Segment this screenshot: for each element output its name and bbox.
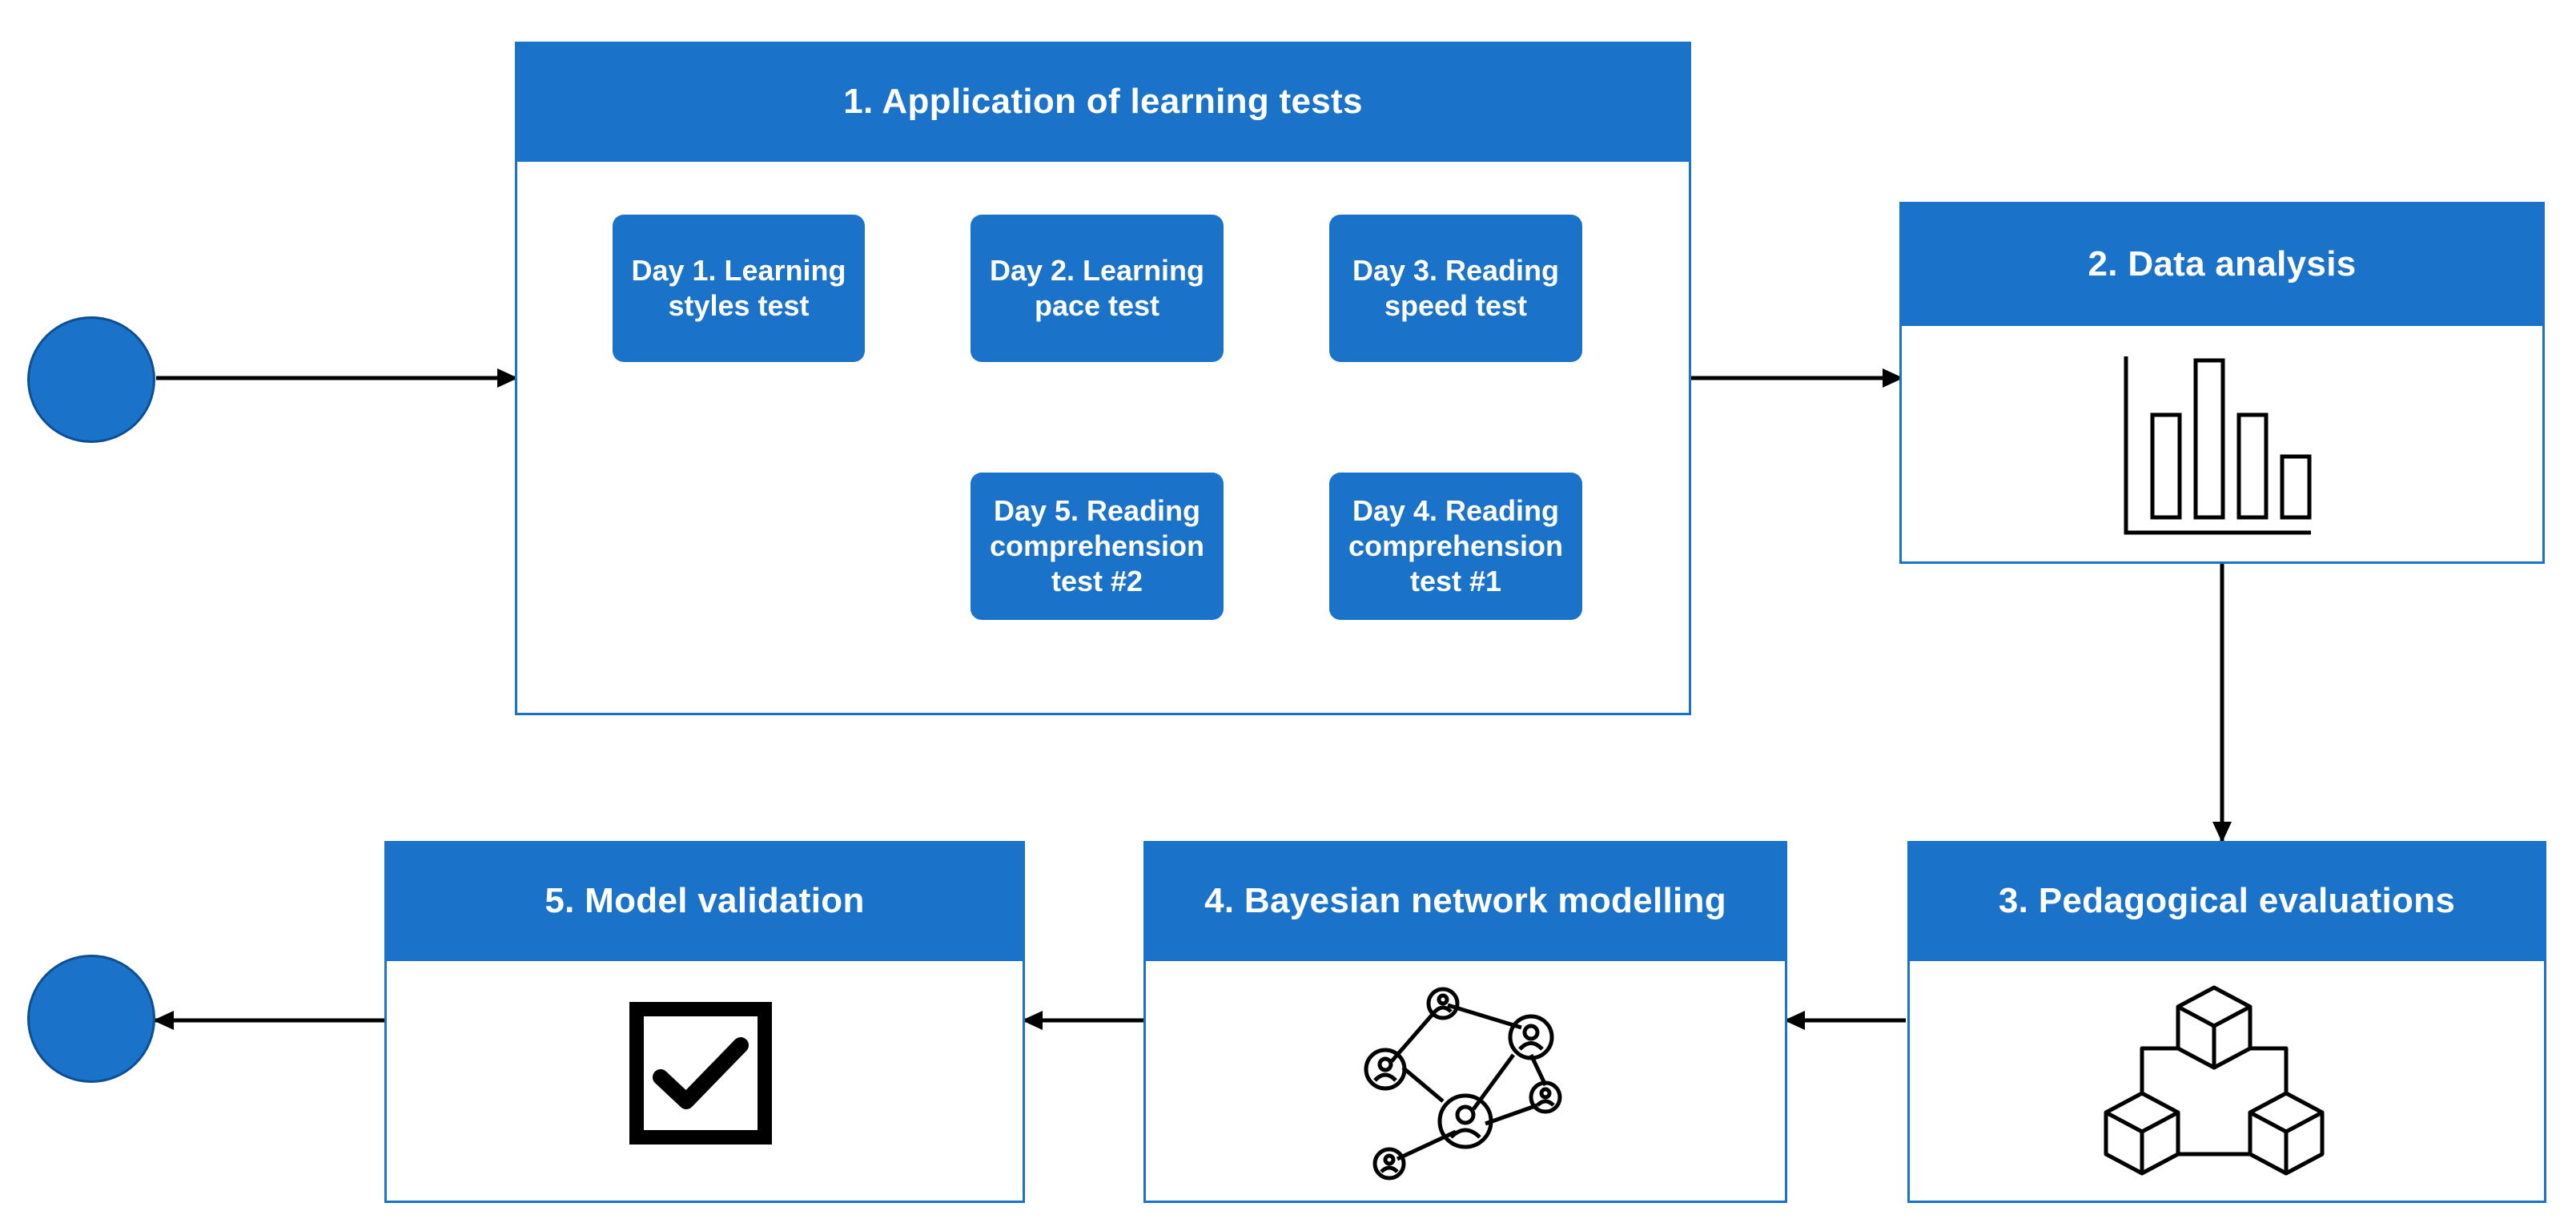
bar-chart-icon xyxy=(2124,356,2312,535)
stage4-title: 4. Bayesian network modelling xyxy=(1143,841,1787,961)
step-day4: Day 4. Reading comprehension test #1 xyxy=(1329,473,1582,620)
cubes-icon xyxy=(2104,985,2325,1176)
stage2-title: 2. Data analysis xyxy=(1899,202,2545,326)
network-icon xyxy=(1364,987,1562,1181)
stage4-box: 4. Bayesian network modelling xyxy=(1143,841,1787,1203)
checkbox-icon xyxy=(629,1002,772,1145)
stage3-title: 3. Pedagogical evaluations xyxy=(1907,841,2546,961)
stage3-box: 3. Pedagogical evaluations xyxy=(1907,841,2546,1203)
end-node xyxy=(27,955,155,1083)
stage1-title: 1. Application of learning tests xyxy=(515,42,1691,162)
stage5-title: 5. Model validation xyxy=(384,841,1025,961)
step-day5: Day 5. Reading comprehension test #2 xyxy=(971,473,1224,620)
step-day1: Day 1. Learning styles test xyxy=(613,215,865,362)
step-day2: Day 2. Learning pace test xyxy=(971,215,1224,362)
step-day3: Day 3. Reading speed test xyxy=(1329,215,1582,362)
stage5-box: 5. Model validation xyxy=(384,841,1025,1203)
start-node xyxy=(27,316,155,443)
